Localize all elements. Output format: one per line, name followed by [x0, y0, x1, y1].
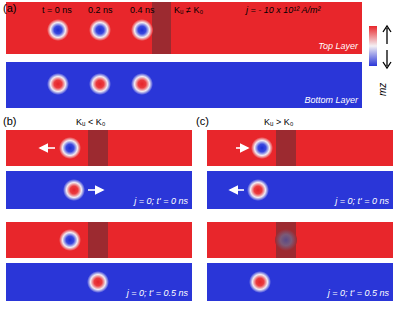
time-label: 0.2 ns	[88, 5, 113, 16]
bottom-layer-strip: Bottom Layer	[6, 62, 362, 108]
bottom-layer-strip: j = 0; t' = 0.5 ns	[207, 263, 393, 301]
time-label: 0.4 ns	[130, 5, 155, 16]
current-label: j = - 10 x 10¹² A/m²	[246, 5, 320, 16]
anisotropy-label: Kᵤ < K₀	[76, 117, 105, 128]
panel-label: (c)	[196, 116, 209, 127]
panel-label: (b)	[3, 116, 16, 127]
state-label: j = 0; t' = 0 ns	[134, 196, 188, 207]
bottom-layer-strip: j = 0; t' = 0 ns	[207, 171, 393, 209]
time-label: t = 0 ns	[42, 5, 72, 16]
state-label: j = 0; t' = 0.5 ns	[127, 288, 188, 299]
state-label: j = 0; t' = 0 ns	[335, 196, 389, 207]
colorbar-label: mz	[377, 83, 388, 96]
anisotropy-label: Kᵤ ≠ K₀	[174, 5, 203, 16]
layer-name: Top Layer	[318, 41, 358, 52]
panel-label: (a)	[3, 3, 16, 14]
layer-name: Bottom Layer	[304, 95, 358, 106]
bottom-layer-strip: j = 0; t' = 0.5 ns	[6, 263, 192, 301]
bottom-layer-strip: j = 0; t' = 0 ns	[6, 171, 192, 209]
state-label: j = 0; t' = 0.5 ns	[328, 288, 389, 299]
anisotropy-label: Kᵤ > K₀	[264, 117, 293, 128]
